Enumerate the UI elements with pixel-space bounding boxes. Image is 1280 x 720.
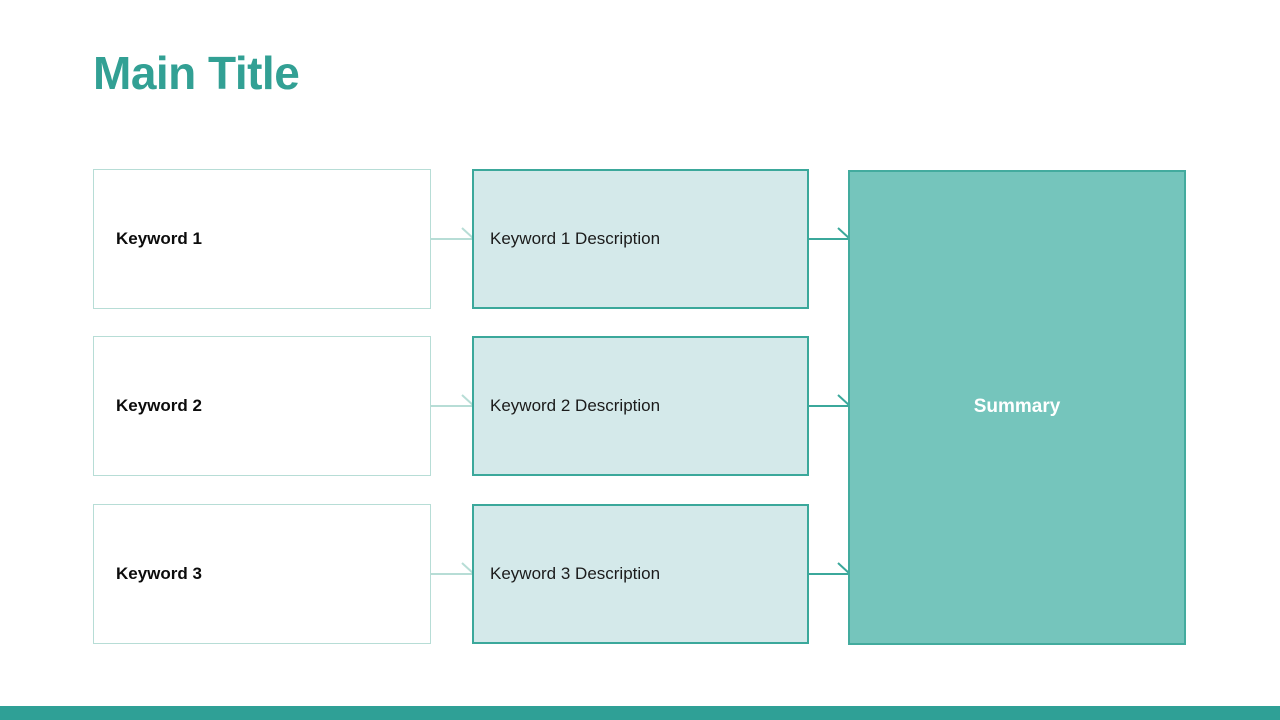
description-label: Keyword 1 Description [490, 228, 661, 248]
summary-box[interactable]: Summary [848, 170, 1186, 645]
description-box-3[interactable]: Keyword 3 Description [472, 504, 809, 644]
description-box-2[interactable]: Keyword 2 Description [472, 336, 809, 476]
diagram-row: Keyword 3 Keyword 3 Description [0, 504, 1280, 646]
keyword-box-1[interactable]: Keyword 1 [93, 169, 431, 309]
arrow-keyword-to-description-icon [430, 388, 475, 424]
description-box-1[interactable]: Keyword 1 Description [472, 169, 809, 309]
arrow-keyword-to-description-icon [430, 221, 475, 257]
arrow-description-to-summary-icon [808, 556, 851, 592]
description-label: Keyword 2 Description [490, 395, 661, 415]
bottom-accent-bar [0, 706, 1280, 720]
arrow-description-to-summary-icon [808, 388, 851, 424]
keyword-label: Keyword 2 [116, 395, 202, 415]
diagram-row: Keyword 1 Keyword 1 Description [0, 169, 1280, 311]
arrow-keyword-to-description-icon [430, 556, 475, 592]
summary-label: Summary [973, 396, 1061, 418]
description-label: Keyword 3 Description [490, 563, 661, 583]
page-title: Main Title [93, 47, 300, 99]
keyword-label: Keyword 3 [116, 563, 202, 583]
arrow-description-to-summary-icon [808, 221, 851, 257]
keyword-box-2[interactable]: Keyword 2 [93, 336, 431, 476]
keyword-box-3[interactable]: Keyword 3 [93, 504, 431, 644]
diagram-row: Keyword 2 Keyword 2 Description [0, 336, 1280, 478]
keyword-label: Keyword 1 [116, 228, 202, 248]
